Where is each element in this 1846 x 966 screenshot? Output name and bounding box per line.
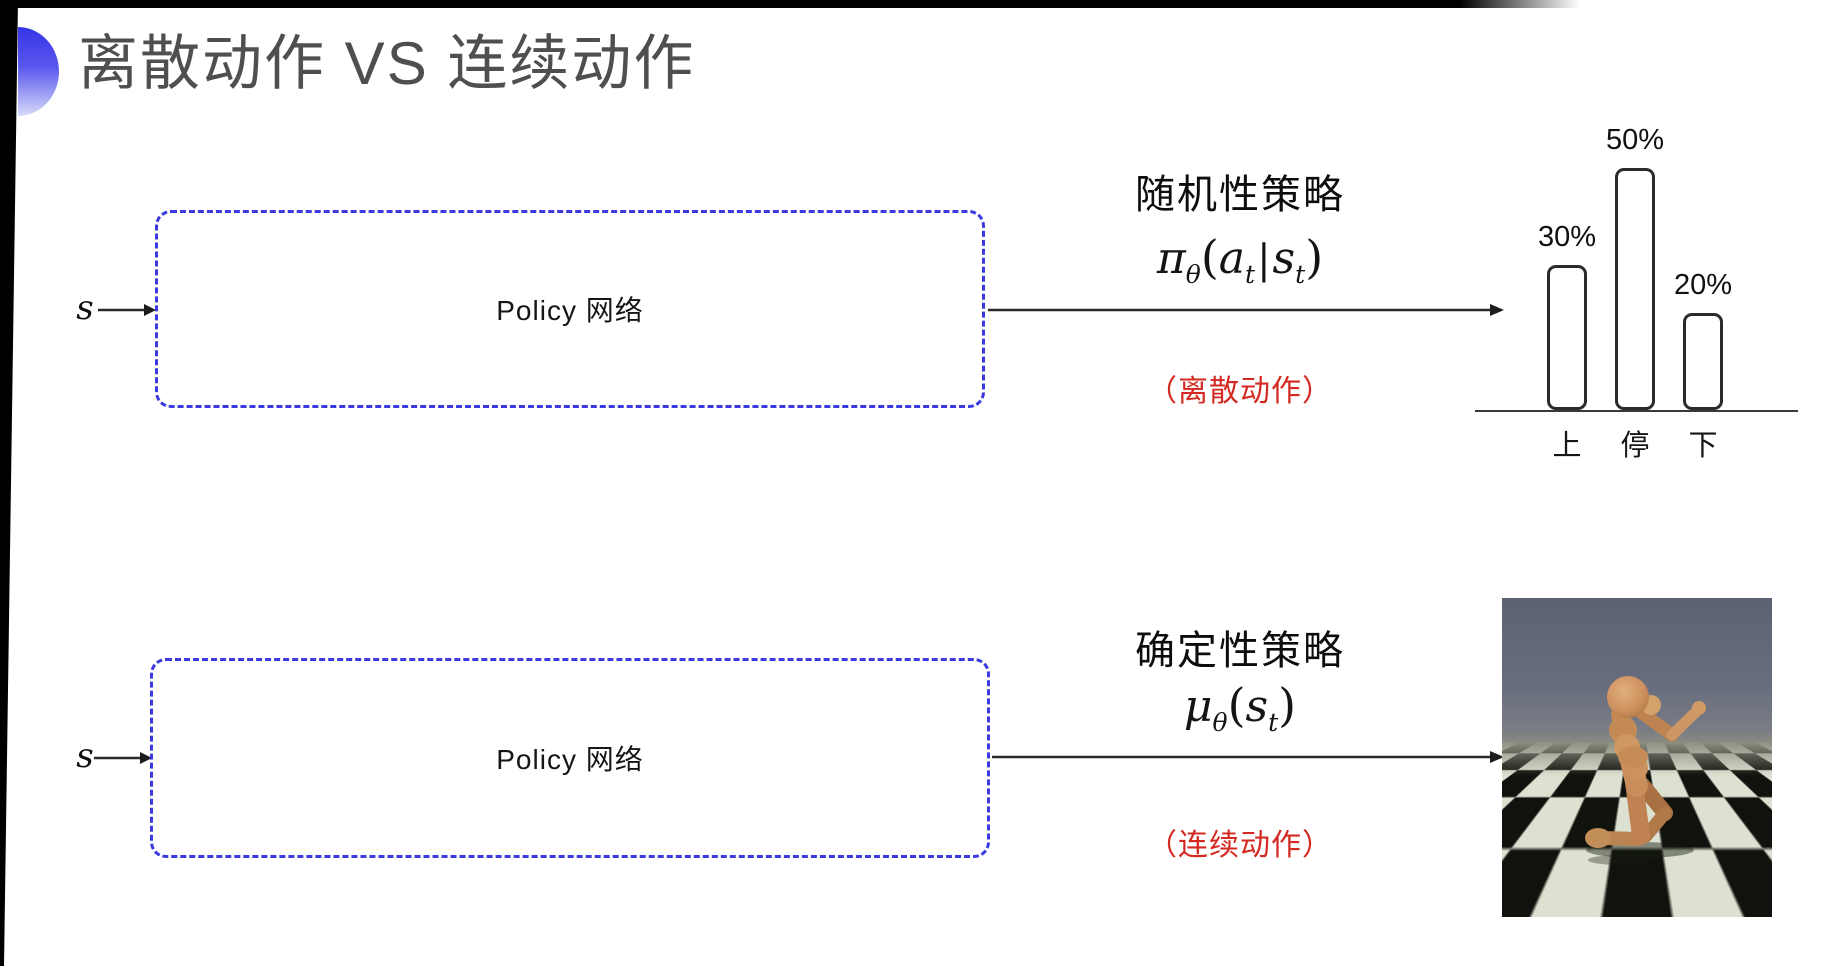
formula-arg1: a (1218, 233, 1246, 284)
deterministic-policy-title: 确定性策略 (1135, 629, 1345, 673)
category-label-up: 上 (1552, 430, 1582, 462)
bar-column-down: 20% (1674, 269, 1732, 410)
formula-symbol: π (1156, 233, 1186, 284)
video-frame-left-edge (0, 0, 18, 966)
bar-column-up: 30% (1538, 221, 1596, 410)
discrete-action-note: （离散动作） (1147, 375, 1333, 408)
arrow-state-to-policy-top (98, 304, 156, 316)
policy-network-label-bottom: Policy 网络 (496, 744, 644, 775)
title-bullet-decoration (18, 27, 59, 116)
bar-chart-category-axis: 上 停 下 (1475, 422, 1798, 462)
bar (1547, 265, 1587, 410)
continuous-action-note: （连续动作） (1147, 829, 1333, 862)
bar-value-label: 50% (1605, 124, 1665, 156)
humanoid-robot-figure (1585, 676, 1706, 865)
category-label-down: 下 (1688, 430, 1718, 462)
sky-background (1502, 598, 1772, 745)
policy-network-box-bottom: Policy 网络 (150, 658, 990, 858)
arrow-policy-to-actions-top (988, 304, 1504, 316)
stochastic-policy-formula: πθ(at|st) (1040, 230, 1440, 289)
formula-arg1: s (1245, 681, 1269, 732)
policy-network-label-top: Policy 网络 (496, 295, 644, 326)
arrow-policy-to-robot-bottom (992, 751, 1504, 763)
formula-lparen: ( (1227, 678, 1246, 732)
page-title: 离散动作 VS 连续动作 (78, 30, 696, 97)
bar-column-stop: 50% (1606, 124, 1664, 410)
formula-arg1-subscript: t (1268, 708, 1279, 737)
bar (1683, 313, 1723, 410)
arrow-state-to-policy-bottom (94, 752, 152, 764)
state-input-label-top: s (76, 288, 94, 328)
formula-symbol: μ (1183, 681, 1213, 732)
humanoid-robot-image (1502, 598, 1772, 917)
bar (1615, 168, 1655, 410)
formula-separator: | (1257, 237, 1271, 283)
formula-lparen: ( (1200, 230, 1219, 284)
formula-symbol-subscript: θ (1212, 708, 1228, 737)
formula-rparen: ) (1278, 678, 1297, 732)
formula-arg2-subscript: t (1295, 260, 1306, 289)
category-label-stop: 停 (1620, 430, 1650, 462)
action-probability-bar-chart: 30% 50% 20% (1475, 124, 1798, 412)
state-input-label-bottom: s (76, 736, 94, 776)
bar-value-label: 30% (1537, 221, 1597, 253)
deterministic-policy-formula: μθ(st) (1040, 678, 1440, 737)
formula-rparen: ) (1305, 230, 1324, 284)
bar-value-label: 20% (1673, 269, 1733, 301)
formula-arg1-subscript: t (1245, 260, 1256, 289)
policy-network-box-top: Policy 网络 (155, 210, 985, 408)
stochastic-policy-title: 随机性策略 (1135, 173, 1345, 217)
formula-symbol-subscript: θ (1185, 260, 1201, 289)
formula-arg2: s (1272, 233, 1296, 284)
video-frame-top-edge (0, 0, 1846, 8)
